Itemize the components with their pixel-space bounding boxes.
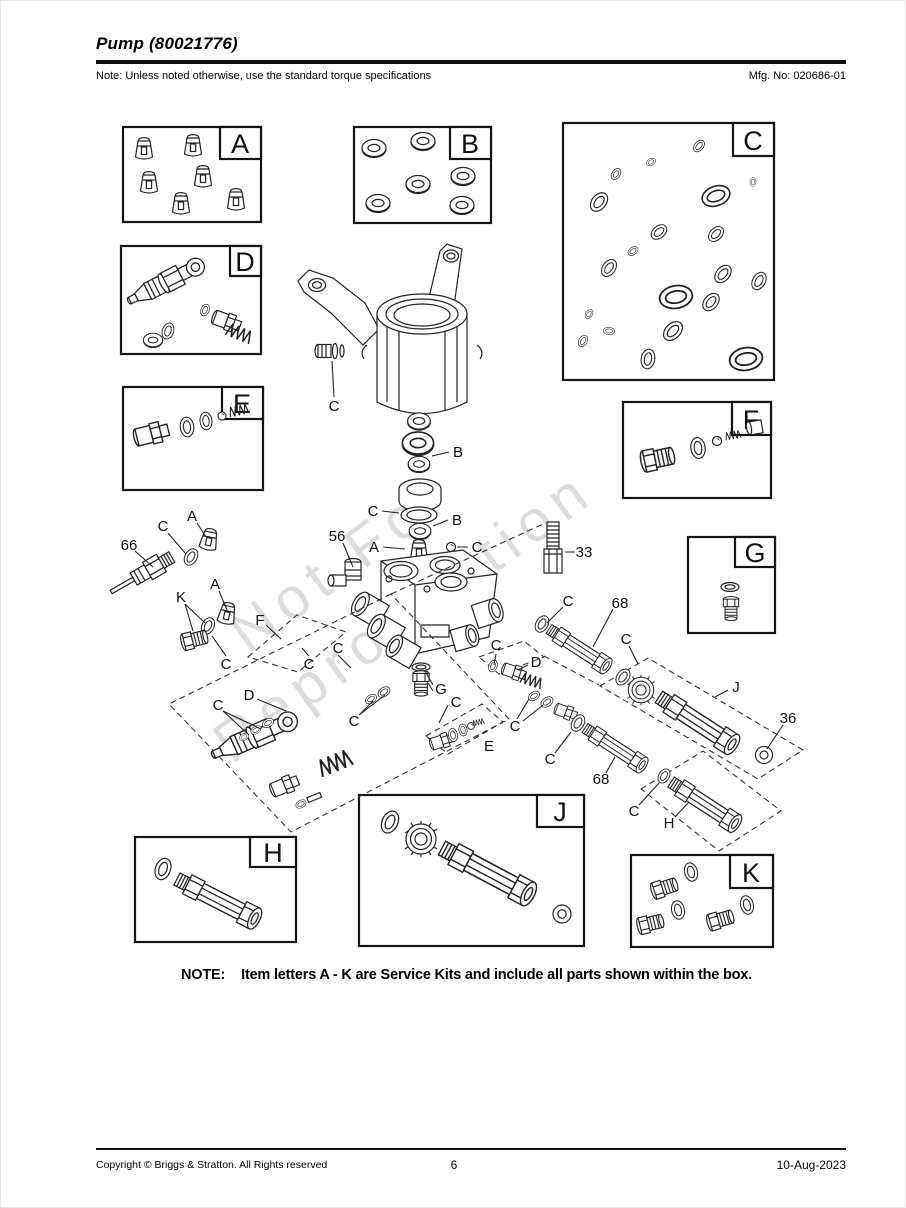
page-title: Pump (80021776) — [96, 34, 238, 53]
callout-label: C — [329, 398, 340, 415]
callout-label: C — [349, 713, 360, 730]
kit-box-a: A — [121, 125, 263, 224]
kit-letter-j: J — [553, 797, 567, 827]
kit-letter-a: A — [231, 129, 249, 159]
callout-label: K — [176, 589, 186, 606]
callout-label: C — [221, 656, 232, 673]
footer-copyright: Copyright © Briggs & Stratton. All Right… — [96, 1159, 328, 1171]
kit-box-j: J — [357, 793, 586, 948]
callout-label: C — [304, 656, 315, 673]
unloader-group — [206, 684, 393, 811]
pump-housing — [297, 243, 483, 415]
callout-label: A — [369, 539, 379, 556]
callout-label: 68 — [612, 595, 629, 612]
callout-label: C — [629, 803, 640, 820]
callout-label: C — [510, 718, 521, 735]
kit-letter-c: C — [743, 126, 763, 156]
housing-bolt — [314, 342, 345, 360]
kit-box-h: H — [133, 835, 298, 944]
callout-label: C — [333, 640, 344, 657]
callout-label: C — [213, 697, 224, 714]
kit-letter-h: H — [263, 838, 283, 868]
kit-box-d: D — [119, 244, 263, 356]
callout-label: 33 — [576, 544, 593, 561]
kit-letter-b: B — [461, 129, 479, 159]
callout-label: 66 — [121, 537, 138, 554]
callout-label: 68 — [593, 771, 610, 788]
kit-letter-e: E — [233, 389, 251, 419]
callout-label: 56 — [329, 528, 346, 545]
callout-label: E — [484, 738, 494, 755]
callout-label: C — [563, 593, 574, 610]
left-parts — [109, 521, 563, 652]
kit-box-g: G — [686, 535, 777, 635]
kit-box-f: F — [621, 400, 773, 500]
footer-rule — [96, 1148, 846, 1150]
pump-manifold — [350, 549, 504, 670]
kit-letter-g: G — [744, 538, 765, 568]
callout-label: C — [491, 637, 502, 654]
header-rule — [96, 60, 846, 64]
kit-box-b: B — [352, 125, 493, 225]
thermal-relief-66 — [109, 550, 176, 595]
watermark: Not For Reproduction — [201, 456, 606, 775]
callout-label: 36 — [780, 710, 797, 727]
note-label: NOTE: — [181, 967, 226, 983]
kit-box-e: E — [121, 385, 265, 492]
callout-label: C — [472, 539, 483, 556]
callout-label: C — [158, 518, 169, 535]
kit-letter-d: D — [235, 247, 255, 277]
elbow-56 — [327, 557, 362, 587]
callout-label: A — [210, 576, 220, 593]
service-kit-note: NOTE: Item letters A - K are Service Kits… — [181, 967, 752, 983]
footer-page-number: 6 — [450, 1158, 458, 1172]
note-text: Item letters A - K are Service Kits and … — [241, 967, 752, 983]
callout-label: H — [664, 815, 675, 832]
callout-label: C — [368, 503, 379, 520]
callout-label: A — [187, 508, 197, 525]
callout-label: D — [244, 687, 255, 704]
callout-label: C — [621, 631, 632, 648]
callout-label: F — [255, 612, 264, 629]
footer-date: 10-Aug-2023 — [776, 1158, 846, 1172]
kit-box-c: C — [561, 121, 776, 382]
callout-label: B — [452, 512, 462, 529]
leader-lines — [134, 360, 784, 818]
seal-stack — [398, 412, 457, 562]
dashed-outlines — [168, 523, 805, 852]
callout-label: C — [451, 694, 462, 711]
parts-diagram: Not For Reproduction A B C — [109, 121, 805, 949]
callout-labels: C B C B 56 A C 33 A C 66 A K F C C C D C… — [121, 398, 797, 832]
torque-note: Note: Unless noted otherwise, use the st… — [96, 70, 432, 82]
mfg-number: Mfg. No: 020686-01 — [748, 70, 846, 82]
kit-letter-k: K — [742, 858, 760, 888]
callout-label: D — [531, 654, 542, 671]
callout-label: C — [545, 751, 556, 768]
bolt-33 — [543, 521, 563, 574]
callout-label: B — [453, 444, 463, 461]
callout-label: G — [435, 681, 447, 698]
kit-box-k: K — [629, 853, 775, 949]
callout-label: J — [732, 679, 740, 696]
